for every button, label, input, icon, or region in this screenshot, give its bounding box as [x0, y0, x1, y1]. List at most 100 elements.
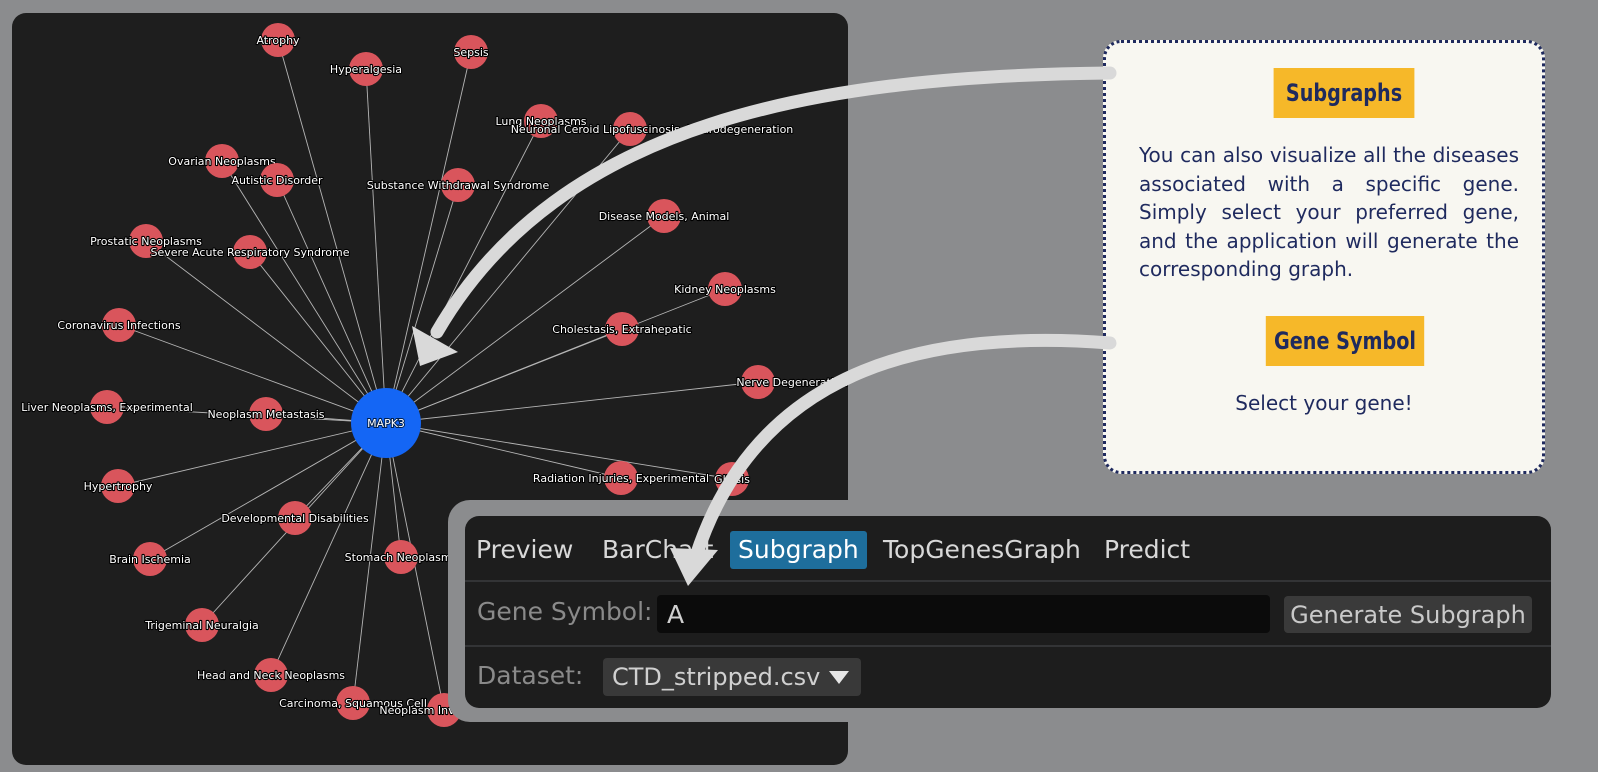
disease-node-label: Cholestasis, Extrahepatic: [552, 323, 691, 336]
disease-node[interactable]: Substance Withdrawal Syndrome: [366, 168, 551, 202]
disease-node[interactable]: Stomach Neoplasms: [344, 540, 459, 574]
disease-node[interactable]: Coronavirus Infections: [56, 308, 182, 342]
disease-node[interactable]: Sepsis: [452, 35, 490, 69]
disease-node-label: Brain Ischemia: [109, 553, 191, 566]
select-gene-hint: Select your gene!: [1235, 391, 1413, 415]
graph-edge: [385, 120, 542, 424]
disease-node-circle[interactable]: [254, 658, 288, 692]
gene-symbol-heading: Gene Symbol: [1265, 316, 1425, 366]
disease-node-circle[interactable]: [233, 235, 267, 269]
tab-bar: Preview BarChart Subgraph TopGenesGraph …: [465, 516, 1551, 580]
tab-subgraph[interactable]: Subgraph: [730, 531, 867, 569]
dataset-label: Dataset:: [477, 661, 584, 690]
disease-node-label: Hyperalgesia: [330, 63, 402, 76]
disease-node-circle[interactable]: [278, 501, 312, 535]
disease-node-circle[interactable]: [133, 542, 167, 576]
disease-node-label: Hypertrophy: [84, 480, 153, 493]
disease-node[interactable]: Disease Models, Animal: [598, 199, 730, 233]
gene-symbol-label: Gene Symbol:: [477, 597, 653, 626]
app-panel: Preview BarChart Subgraph TopGenesGraph …: [465, 516, 1551, 708]
tab-preview[interactable]: Preview: [476, 535, 574, 564]
disease-node[interactable]: Gliosis: [713, 462, 751, 496]
disease-node-circle[interactable]: [261, 23, 295, 57]
graph-edge: [385, 51, 472, 424]
disease-node-label: Radiation Injuries, Experimental: [533, 472, 709, 485]
disease-node[interactable]: Cholestasis, Extrahepatic: [551, 312, 693, 346]
card-description: You can also visualize all the diseases …: [1139, 143, 1519, 281]
disease-node[interactable]: Developmental Disabilities: [220, 501, 370, 535]
disease-node[interactable]: Liver Neoplasms, Experimental: [20, 390, 194, 424]
disease-node-circle[interactable]: [205, 144, 239, 178]
disease-node-label: Coronavirus Infections: [57, 319, 180, 332]
disease-node-circle[interactable]: [185, 608, 219, 642]
disease-node-circle[interactable]: [129, 224, 163, 258]
dataset-selected-value: CTD_stripped.csv: [612, 663, 821, 691]
disease-node[interactable]: Kidney Neoplasms: [673, 272, 777, 306]
disease-node[interactable]: Ovarian Neoplasms: [167, 144, 277, 178]
subgraphs-heading: Subgraphs: [1273, 68, 1415, 118]
graph-edge: [385, 422, 622, 479]
gene-center-circle[interactable]: [351, 388, 421, 458]
disease-node-circle[interactable]: [349, 52, 383, 86]
gene-center-label: MAPK3: [367, 417, 405, 430]
disease-node[interactable]: Autistic Disorder: [230, 163, 324, 197]
graph-edge: [118, 324, 387, 424]
disease-node[interactable]: Severe Acute Respiratory Syndrome: [149, 235, 351, 269]
graph-edge: [365, 68, 387, 424]
disease-node-label: Carcinoma, Squamous Cell: [279, 697, 427, 710]
disease-node[interactable]: Atrophy: [255, 23, 301, 57]
graph-edge: [221, 160, 387, 424]
gene-symbol-input[interactable]: [657, 595, 1270, 633]
disease-node-label: Nerve Degeneration: [736, 376, 847, 389]
disease-node-circle[interactable]: [249, 397, 283, 431]
disease-node-label: Autistic Disorder: [231, 174, 323, 187]
disease-node-circle[interactable]: [260, 163, 294, 197]
graph-edge: [385, 422, 733, 480]
disease-node-label: Severe Acute Respiratory Syndrome: [151, 246, 350, 259]
graph-edge: [277, 39, 387, 424]
divider: [465, 580, 1551, 582]
graph-edge: [149, 422, 387, 560]
disease-node-circle[interactable]: [604, 461, 638, 495]
disease-node[interactable]: Head and Neck Neoplasms: [196, 658, 346, 692]
disease-node-circle[interactable]: [336, 686, 370, 720]
disease-node-label: Neuronal Ceroid Lipofuscinosis, Neurodeg…: [511, 123, 794, 136]
disease-node-label: Atrophy: [256, 34, 300, 47]
disease-node-label: Substance Withdrawal Syndrome: [367, 179, 550, 192]
disease-node-circle[interactable]: [454, 35, 488, 69]
tab-predict[interactable]: Predict: [1104, 535, 1191, 564]
disease-node-label: Prostatic Neoplasms: [90, 235, 202, 248]
disease-node-circle[interactable]: [102, 308, 136, 342]
graph-edge: [385, 128, 631, 424]
disease-node-label: Sepsis: [453, 46, 489, 59]
disease-node[interactable]: Trigeminal Neuralgia: [143, 608, 260, 642]
divider: [465, 645, 1551, 647]
generate-subgraph-button[interactable]: Generate Subgraph: [1284, 596, 1532, 633]
disease-node[interactable]: Neoplasm Metastasis: [206, 397, 326, 431]
graph-edges: [106, 39, 759, 711]
disease-node[interactable]: Hyperalgesia: [329, 52, 403, 86]
disease-node[interactable]: Carcinoma, Squamous Cell: [278, 686, 428, 720]
disease-node[interactable]: Brain Ischemia: [108, 542, 192, 576]
graph-edge: [276, 179, 387, 424]
disease-node-label: Developmental Disabilities: [221, 512, 369, 525]
disease-node-circle[interactable]: [90, 390, 124, 424]
disease-node-label: Liver Neoplasms, Experimental: [21, 401, 193, 414]
disease-node[interactable]: Nerve Degeneration: [735, 365, 848, 399]
tab-topgenesgraph[interactable]: TopGenesGraph: [883, 535, 1081, 564]
dataset-select[interactable]: CTD_stripped.csv: [603, 658, 861, 696]
disease-node-circle[interactable]: [101, 469, 135, 503]
disease-node[interactable]: Prostatic Neoplasms: [89, 224, 203, 258]
tab-barchart[interactable]: BarChart: [602, 535, 714, 564]
disease-node-label: Ovarian Neoplasms: [168, 155, 276, 168]
disease-node[interactable]: Hypertrophy: [82, 469, 154, 503]
disease-node-circle[interactable]: [384, 540, 418, 574]
disease-node[interactable]: Radiation Injuries, Experimental: [532, 461, 710, 495]
graph-edge: [249, 251, 387, 424]
disease-node-label: Head and Neck Neoplasms: [197, 669, 345, 682]
graph-edge: [117, 422, 387, 487]
disease-node-label: Kidney Neoplasms: [674, 283, 776, 296]
graph-edge: [385, 328, 623, 424]
gene-center-node[interactable]: MAPK3: [351, 388, 421, 458]
disease-node-label: Stomach Neoplasms: [345, 551, 458, 564]
